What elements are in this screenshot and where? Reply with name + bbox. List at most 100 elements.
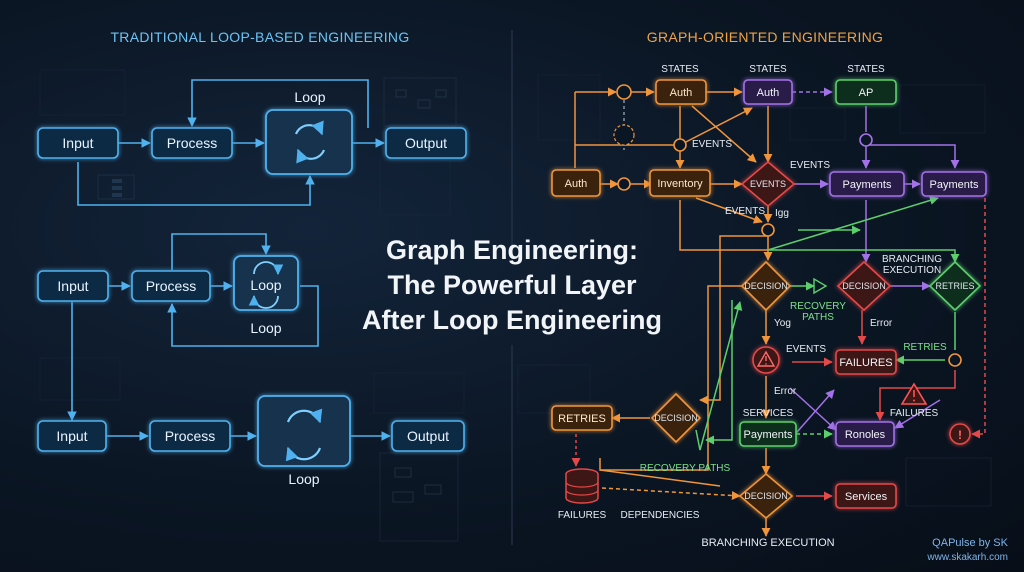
loop-sub-label-2: Loop (250, 320, 281, 336)
ap-node (835, 79, 897, 105)
database-icon (565, 468, 599, 504)
dependencies-label: DEPENDENCIES (621, 510, 700, 521)
background-code-snippets (39, 69, 992, 542)
decision-label-4: DECISION (744, 491, 788, 501)
recovery-arrow-icon (813, 277, 828, 295)
loop-label-2: Loop (250, 277, 281, 293)
inventory-label: Inventory (657, 178, 703, 190)
process-node-1 (151, 127, 233, 159)
loop-cycle-icon (285, 408, 323, 462)
recovery-label: RECOVERY (790, 301, 846, 312)
payments-node-3 (739, 421, 797, 447)
loop-node-3 (257, 395, 351, 467)
payments-node-1 (829, 171, 905, 197)
input-label-3: Input (56, 428, 87, 444)
auth-label-left: Auth (565, 178, 588, 190)
loop-sub-label-3: Loop (288, 471, 319, 487)
left-row-2: Input Process Loop Loop (37, 233, 319, 421)
retries-label: RETRIES (903, 342, 947, 353)
input-node-2 (37, 270, 109, 302)
state-junction (613, 124, 635, 146)
exclamation-icon: ! (958, 428, 962, 442)
loop-label-1: Loop (294, 89, 325, 105)
error-label-2: Error (774, 386, 797, 397)
left-row-3: Input Process Loop Output (37, 395, 465, 487)
ap-label: AP (859, 87, 874, 99)
services-label: SERVICES (743, 408, 794, 419)
title-line-2: The Powerful Layer (387, 270, 637, 300)
retries-node-label: RETRIES (558, 413, 606, 425)
main-title: Graph Engineering: The Powerful Layer Af… (362, 235, 662, 335)
auth-node-left (551, 169, 601, 197)
process-node-2 (131, 270, 211, 302)
auth-node-top (655, 79, 707, 105)
paths-label: PATHS (802, 312, 834, 323)
state-junction (616, 84, 632, 100)
decision-diamond-3 (650, 392, 702, 444)
events-diamond (740, 160, 796, 208)
execution-label-top: EXECUTION (883, 265, 941, 276)
auth-node-purple (743, 79, 793, 105)
yog-label: Yog (774, 318, 791, 329)
events-diamond-label: EVENTS (750, 179, 786, 189)
events-label-a: EVENTS (692, 139, 732, 150)
events-label-d: EVENTS (786, 344, 826, 355)
decision-label-3: DECISION (654, 413, 698, 423)
event-junction (673, 138, 687, 152)
input-node-1 (37, 127, 119, 159)
payments-label-3: Payments (744, 429, 793, 441)
ronoles-label: Ronoles (845, 429, 886, 441)
input-label-2: Input (57, 278, 88, 294)
ronoles-node (835, 421, 895, 447)
graph-edges (571, 87, 986, 537)
warning-icon (756, 350, 776, 367)
failures-label: FAILURES (839, 357, 892, 369)
process-node-3 (149, 420, 231, 452)
retry-junction (948, 353, 962, 367)
error-label-1: Error (870, 318, 893, 329)
branching-label-top: BRANCHING (882, 254, 942, 265)
error-circle (949, 423, 971, 445)
retries-diamond-label: RETRIES (935, 281, 974, 291)
failures-alert-label: FAILURES (890, 408, 939, 419)
auth-label-top: Auth (670, 87, 693, 99)
events-label-b: EVENTS (790, 160, 830, 171)
output-label-3: Output (407, 428, 449, 444)
decision-diamond-4 (738, 472, 794, 520)
output-node-3 (391, 420, 465, 452)
states-label-2: STATES (749, 64, 787, 75)
auth-label-purple: Auth (757, 87, 780, 99)
payments-node-2 (921, 171, 987, 197)
retries-diamond (928, 260, 982, 312)
igg-label: Igg (775, 208, 789, 219)
loop-cycle-icon (248, 261, 284, 309)
process-label-1: Process (167, 135, 218, 151)
output-node-1 (385, 127, 467, 159)
decision-label-1: DECISION (744, 281, 788, 291)
decision-label-2: DECISION (842, 281, 886, 291)
services-node-label: Services (845, 491, 888, 503)
title-line-3: After Loop Engineering (362, 305, 662, 335)
right-heading: GRAPH-ORIENTED ENGINEERING (647, 29, 884, 45)
brand-url: www.skakarh.com (926, 552, 1008, 563)
services-node (835, 483, 897, 509)
output-label-1: Output (405, 135, 447, 151)
event-junction (859, 133, 873, 147)
decision-diamond-1 (740, 260, 792, 312)
states-label-3: STATES (847, 64, 885, 75)
event-junction (617, 177, 631, 191)
states-label-1: STATES (661, 64, 699, 75)
recovery-paths-label: RECOVERY PATHS (640, 463, 731, 474)
branching-execution-label: BRANCHING EXECUTION (701, 537, 834, 549)
payments-label-2: Payments (930, 179, 979, 191)
inventory-node (649, 169, 711, 197)
input-label-1: Input (62, 135, 93, 151)
left-row-1: Input Process Loop Output (37, 79, 467, 206)
graph-nodes: STATES STATES STATES Auth Auth AP EVENTS… (551, 64, 987, 549)
branch-junction (761, 223, 775, 237)
process-label-3: Process (165, 428, 216, 444)
title-line-1: Graph Engineering: (386, 235, 638, 265)
failures-db-label: FAILURES (558, 510, 607, 521)
